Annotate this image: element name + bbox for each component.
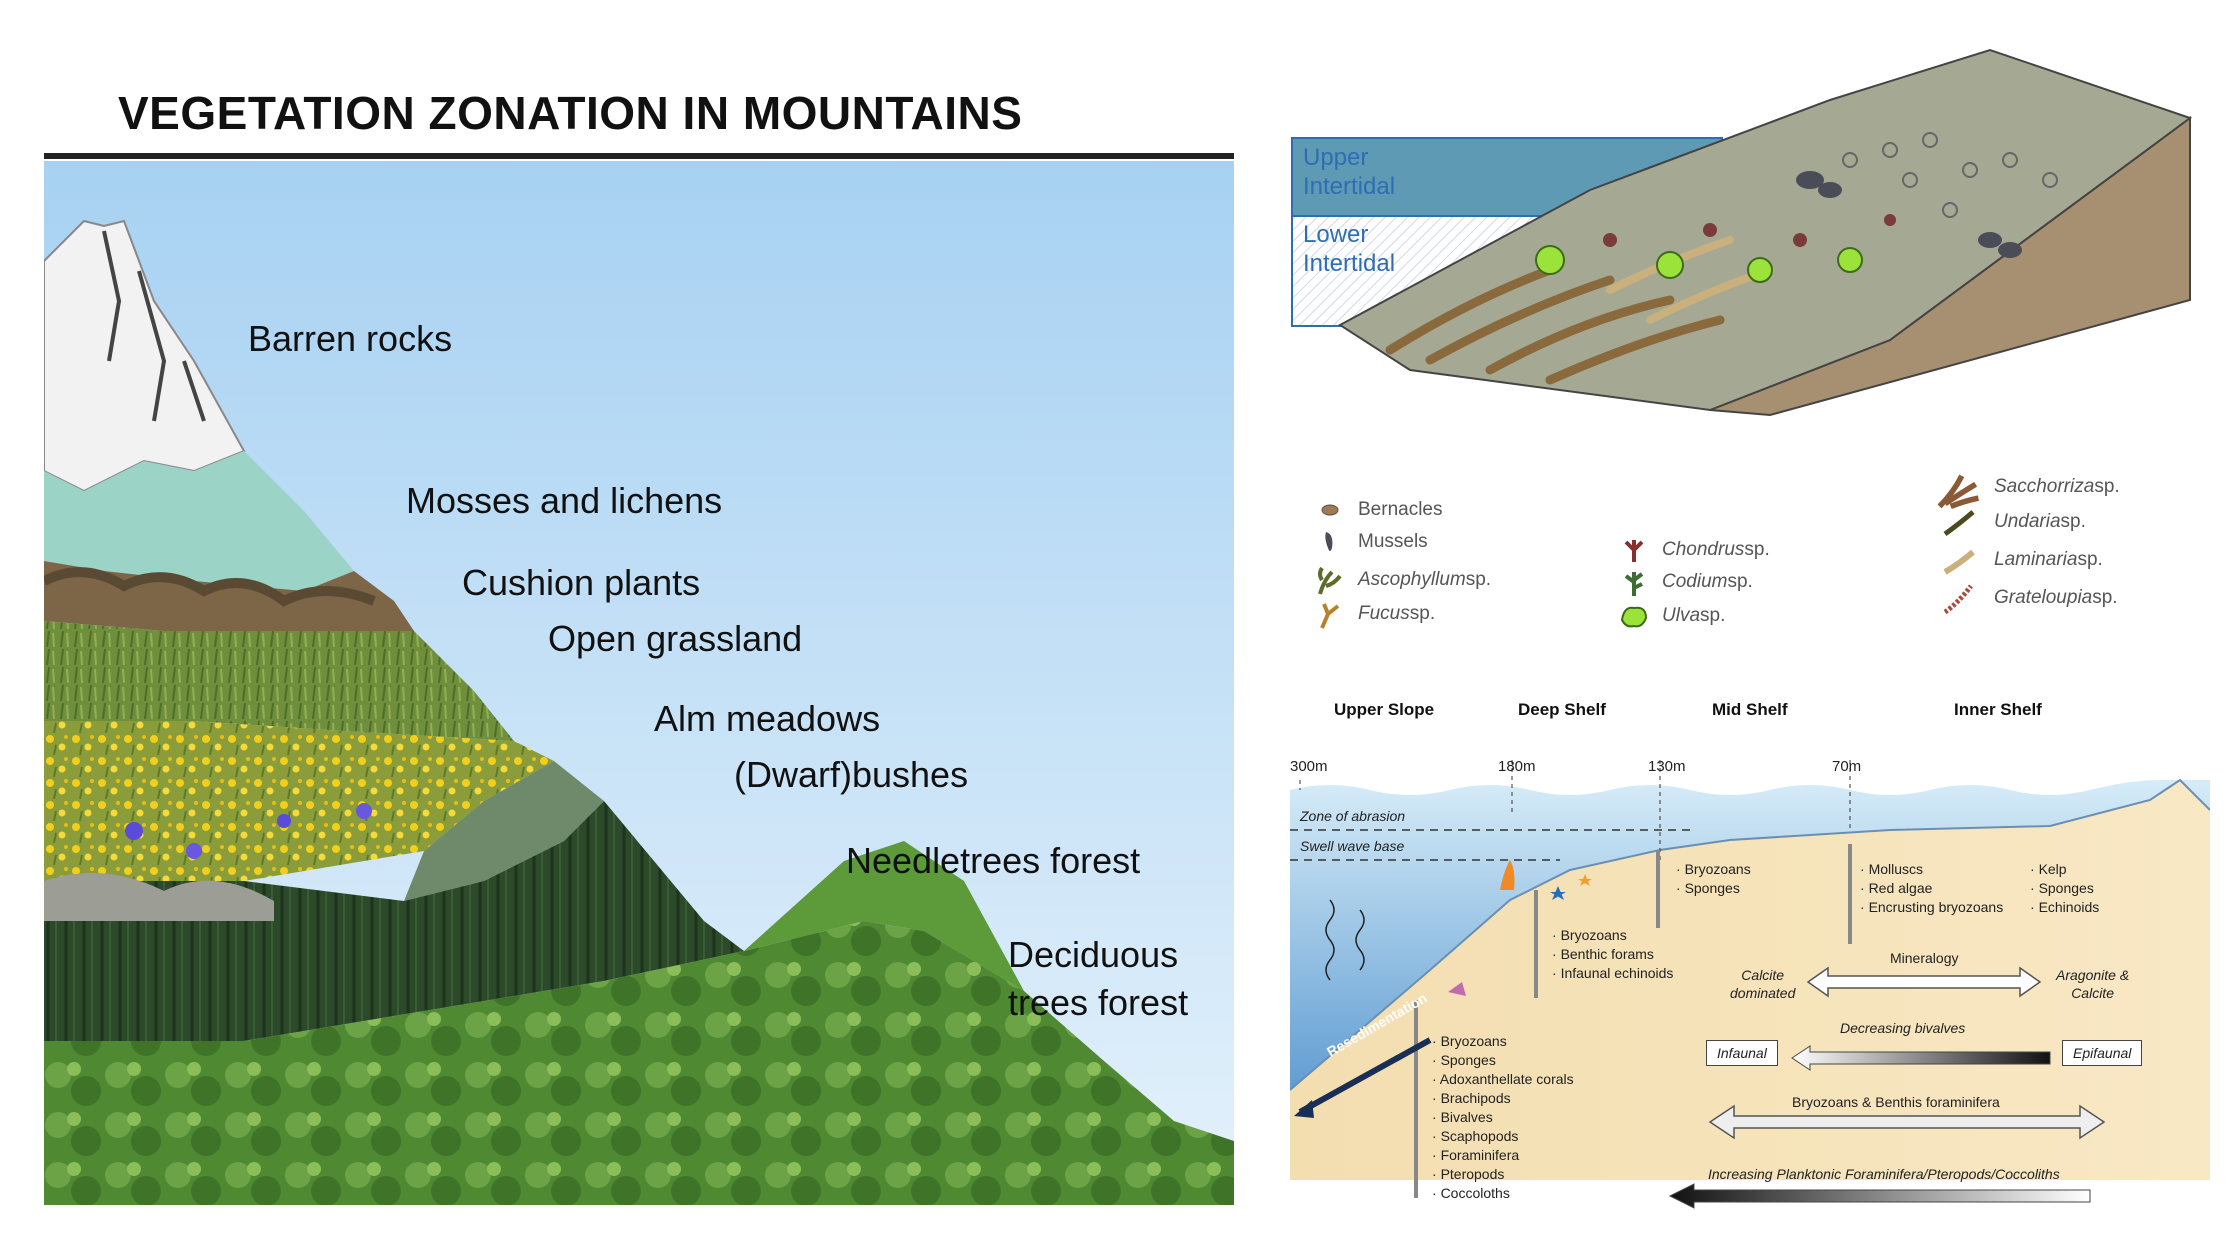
zone-label-needletrees-forest: Needletrees forest — [846, 840, 1141, 881]
mineralogy-label: Mineralogy — [1890, 950, 1959, 966]
depth-180m: 180m — [1498, 758, 1536, 775]
ascophyllum-icon — [1312, 562, 1348, 598]
depth-130m: 130m — [1648, 758, 1686, 775]
shelf-profile-diagram — [1290, 760, 2210, 1209]
planktonic-label: Increasing Planktonic Foraminifera/Ptero… — [1708, 1166, 2060, 1182]
list-mid-shelf: BryozoansSponges — [1676, 860, 1751, 898]
epifaunal-box: Epifaunal — [2062, 1040, 2143, 1066]
zone-label-dwarf-bushes: (Dwarf)bushes — [734, 754, 969, 795]
zone-mid-shelf: Mid Shelf — [1712, 700, 1788, 719]
list-inner-shelf-a: MolluscsRed algaeEncrusting bryozoans — [1860, 860, 2004, 917]
left-panel-title: VEGETATION ZONATION IN MOUNTAINS — [118, 87, 1023, 139]
decreasing-bivalves-label: Decreasing bivalves — [1840, 1020, 1966, 1036]
intertidal-block-diagram — [1291, 48, 2193, 417]
zone-label-alm-meadows: Alm meadows — [654, 698, 881, 739]
depth-70m: 70m — [1832, 758, 1862, 775]
legend-item-ascophyllum: Ascophyllum sp. — [1312, 562, 1491, 598]
depth-300m: 300m — [1290, 758, 1328, 775]
mussel-icon — [1312, 524, 1348, 560]
mountain-illustration — [44, 161, 1234, 1205]
legend-item-codium: Codium sp. — [1616, 564, 1753, 600]
bryozoans-foraminifera-label: Bryozoans & Benthis foraminifera — [1792, 1094, 2000, 1110]
zone-label-deciduous-line2: trees forest — [1008, 982, 1189, 1023]
legend-item-ulva: Ulva sp. — [1616, 598, 1725, 634]
legend-item-saccorhiza: Sacchorriza sp. — [1934, 462, 2120, 512]
saccorhiza-icon — [1934, 462, 1984, 512]
list-deep-shelf: BryozoansBenthic foramsInfaunal echinoid… — [1552, 926, 1674, 983]
infaunal-box: Infaunal — [1706, 1040, 1778, 1066]
chondrus-icon — [1616, 532, 1652, 568]
zone-label-mosses-lichens: Mosses and lichens — [406, 480, 723, 521]
zone-label-deciduous-line1: Deciduous — [1008, 934, 1179, 975]
barnacle-icon — [1312, 492, 1348, 528]
zone-upper-slope: Upper Slope — [1334, 700, 1435, 719]
laminaria-icon — [1934, 542, 1984, 578]
zone-deep-shelf: Deep Shelf — [1518, 700, 1606, 719]
legend-item-fucus: Fucus sp. — [1312, 596, 1435, 632]
swell-wave-base-label: Swell wave base — [1300, 838, 1405, 854]
zone-inner-shelf: Inner Shelf — [1954, 700, 2042, 719]
legend-item-laminaria: Laminaria sp. — [1934, 542, 2103, 578]
fucus-icon — [1312, 596, 1348, 632]
list-inner-shelf-b: KelpSpongesEchinoids — [2030, 860, 2100, 917]
list-upper-slope: BryozoansSpongesAdoxanthellate corals Br… — [1432, 1032, 1574, 1203]
codium-icon — [1616, 564, 1652, 600]
zone-label-cushion-plants: Cushion plants — [462, 562, 701, 603]
legend-item-mussels: Mussels — [1312, 524, 1428, 560]
zone-of-abrasion-label: Zone of abrasion — [1300, 808, 1406, 824]
legend-item-grateloupia: Grateloupia sp. — [1934, 580, 2118, 616]
mineralogy-right-label: Aragonite &Calcite — [2056, 967, 2130, 1001]
undaria-icon — [1934, 504, 1984, 540]
legend-item-undaria: Undaria sp. — [1934, 504, 2086, 540]
legend-item-barnacles: Bernacles — [1312, 492, 1443, 528]
ulva-icon — [1616, 598, 1652, 634]
grateloupia-icon — [1934, 580, 1984, 616]
title-underline — [44, 153, 1234, 159]
zone-label-barren-rocks: Barren rocks — [248, 318, 453, 359]
zone-label-open-grassland: Open grassland — [548, 618, 803, 659]
legend-item-chondrus: Chondrus sp. — [1616, 532, 1770, 568]
